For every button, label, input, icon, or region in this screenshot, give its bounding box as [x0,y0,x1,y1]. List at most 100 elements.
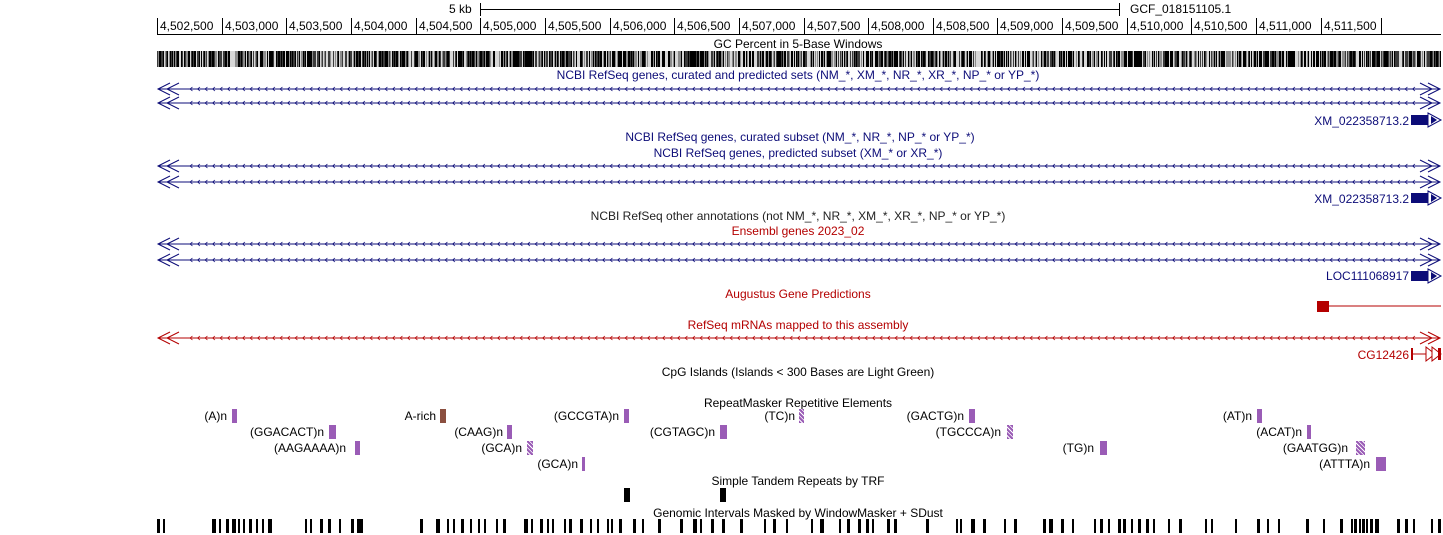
masked-interval[interactable] [1235,519,1237,533]
augustus-gene-exon[interactable] [1317,301,1329,312]
repeatmasker-element[interactable] [1100,441,1107,455]
masked-interval[interactable] [700,519,702,533]
masked-interval[interactable] [1257,519,1260,533]
masked-interval[interactable] [226,519,229,533]
masked-interval[interactable] [163,519,165,533]
masked-interval[interactable] [436,519,440,533]
masked-interval[interactable] [711,519,714,533]
masked-interval[interactable] [1146,519,1149,533]
masked-interval[interactable] [1168,519,1170,533]
masked-interval[interactable] [1370,519,1373,533]
masked-interval[interactable] [839,519,841,533]
masked-interval[interactable] [461,519,464,533]
masked-interval[interactable] [1354,519,1357,533]
refseq-all-gene-exon[interactable] [1411,115,1428,125]
masked-interval[interactable] [811,519,813,533]
masked-interval[interactable] [1366,519,1368,533]
masked-interval[interactable] [1351,519,1353,533]
masked-interval[interactable] [1108,519,1110,533]
masked-interval[interactable] [1118,519,1121,533]
masked-interval[interactable] [320,519,323,533]
masked-interval[interactable] [590,519,592,533]
masked-interval[interactable] [1123,519,1126,533]
masked-interval[interactable] [894,519,897,533]
repeatmasker-element[interactable] [355,441,360,455]
masked-interval[interactable] [1306,519,1309,533]
masked-interval[interactable] [540,519,543,533]
masked-interval[interactable] [310,519,312,533]
masked-interval[interactable] [219,519,221,533]
masked-interval[interactable] [351,519,354,533]
masked-interval[interactable] [547,519,549,533]
repeatmasker-element[interactable] [440,409,446,423]
masked-interval[interactable] [1061,519,1064,533]
trf-repeat-item[interactable] [720,488,726,502]
masked-interval[interactable] [1131,519,1133,533]
refseq-all-gene-label[interactable]: XM_022358713.2 [1314,114,1409,128]
masked-interval[interactable] [1072,519,1074,533]
masked-interval[interactable] [722,519,725,533]
refseq-mrna-gene-exon[interactable] [1438,348,1441,360]
masked-interval[interactable] [339,519,341,533]
gc-percent-track[interactable] [157,51,1441,67]
masked-interval[interactable] [693,519,697,533]
masked-interval[interactable] [607,519,609,533]
masked-interval[interactable] [1362,519,1365,533]
masked-interval[interactable] [1359,519,1361,533]
masked-interval[interactable] [268,519,272,533]
masked-interval[interactable] [496,519,498,533]
repeatmasker-element[interactable] [1007,425,1013,439]
refseq-predicted-gene-label[interactable]: XM_022358713.2 [1314,192,1409,206]
repeatmasker-element[interactable] [1376,457,1386,471]
masked-interval[interactable] [1431,519,1433,533]
masked-interval[interactable] [503,519,506,533]
masked-interval[interactable] [305,519,307,533]
masked-interval[interactable] [1014,519,1017,533]
repeatmasker-element[interactable] [582,457,585,471]
windowmasker-track[interactable] [0,519,1443,533]
masked-interval[interactable] [960,519,962,533]
refseq-mrna-gene-exon[interactable] [1411,348,1413,360]
masked-interval[interactable] [847,519,850,533]
refseq-mrna-gene-label[interactable]: CG12426 [1357,348,1409,362]
masked-interval[interactable] [580,519,583,533]
masked-interval[interactable] [524,519,528,533]
trf-repeat-item[interactable] [624,488,630,502]
masked-interval[interactable] [740,519,743,533]
masked-interval[interactable] [238,519,240,533]
masked-interval[interactable] [786,519,788,533]
masked-interval[interactable] [597,519,599,533]
masked-interval[interactable] [1267,519,1269,533]
masked-interval[interactable] [420,519,423,533]
masked-interval[interactable] [764,519,766,533]
masked-interval[interactable] [611,519,613,533]
masked-interval[interactable] [157,519,160,533]
masked-interval[interactable] [256,519,258,533]
masked-interval[interactable] [357,519,363,533]
ensembl-gene-label[interactable]: LOC111068917 [1326,269,1409,283]
masked-interval[interactable] [658,519,661,533]
masked-interval[interactable] [820,519,824,533]
repeatmasker-element[interactable] [527,441,533,455]
masked-interval[interactable] [1205,519,1207,533]
masked-interval[interactable] [983,519,986,533]
masked-interval[interactable] [1278,519,1280,533]
masked-interval[interactable] [1049,519,1053,533]
masked-interval[interactable] [243,519,245,533]
masked-interval[interactable] [872,519,874,533]
masked-interval[interactable] [564,519,566,533]
masked-interval[interactable] [1211,519,1213,533]
masked-interval[interactable] [1438,519,1441,533]
masked-interval[interactable] [1340,519,1343,533]
masked-interval[interactable] [1043,519,1046,533]
masked-interval[interactable] [1179,519,1182,533]
masked-interval[interactable] [447,519,449,533]
masked-interval[interactable] [619,519,622,533]
masked-interval[interactable] [328,519,331,533]
masked-interval[interactable] [1405,519,1408,533]
masked-interval[interactable] [212,519,216,533]
masked-interval[interactable] [773,519,776,533]
masked-interval[interactable] [1375,519,1379,533]
repeatmasker-element[interactable] [799,409,804,423]
masked-interval[interactable] [1153,519,1155,533]
